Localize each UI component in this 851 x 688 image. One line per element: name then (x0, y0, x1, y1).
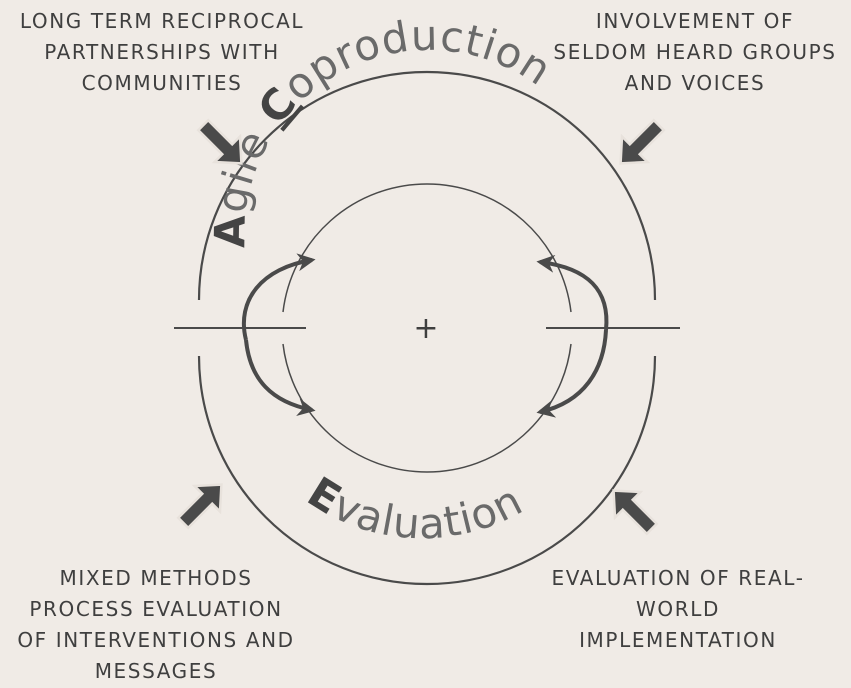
top-right-label: INVOLVEMENT OF SELDOM HEARD GROUPS AND V… (535, 6, 851, 99)
bottom-left-line-3: OF INTERVENTIONS AND (17, 628, 295, 652)
left-cycle-arrow-up-icon (241, 253, 316, 341)
bottom-left-line-1: MIXED METHODS (59, 566, 253, 590)
top-left-line-1: LONG TERM RECIPROCAL (19, 9, 305, 33)
top-right-line-1: INVOLVEMENT OF (595, 9, 795, 33)
top-left-label: LONG TERM RECIPROCAL PARTNERSHIPS WITH C… (2, 6, 322, 99)
outer-ring-bottom (197, 355, 657, 586)
bottom-right-label: EVALUATION OF REAL- WORLD IMPLEMENTATION (518, 563, 838, 656)
title-part-oproduction: oproduction (273, 11, 560, 111)
left-cycle-arrow-down-icon (244, 339, 316, 416)
bottom-right-line-3: IMPLEMENTATION (579, 628, 777, 652)
arrow-top-left-icon (196, 118, 243, 165)
arc-title-top: Agile Coproduction (205, 11, 560, 248)
top-left-line-2: PARTNERSHIPS WITH (44, 40, 280, 64)
top-right-line-3: AND VOICES (624, 71, 766, 95)
right-cycle-arrow-down-icon (536, 329, 608, 418)
outer-ring-top (197, 70, 657, 301)
bottom-right-line-1: EVALUATION OF REAL- (551, 566, 805, 590)
arc-title-bottom: Evaluation (299, 467, 530, 548)
title-initial-a: A (205, 214, 254, 248)
inner-ring-top (282, 183, 572, 313)
top-right-line-2: SELDOM HEARD GROUPS (553, 40, 837, 64)
inner-ring-bottom (282, 343, 572, 473)
bottom-right-line-2: WORLD (636, 597, 720, 621)
center-plus-symbol: + (413, 311, 438, 346)
bottom-left-line-2: PROCESS EVALUATION (29, 597, 283, 621)
title-part-valuation: valuation (326, 475, 530, 548)
arrow-bottom-right-icon (612, 489, 659, 536)
arrow-bottom-left-icon (176, 483, 223, 530)
top-left-line-3: COMMUNITIES (81, 71, 243, 95)
right-cycle-arrow-up-icon (536, 254, 609, 331)
arrow-top-right-icon (619, 118, 666, 165)
bottom-left-line-4: MESSAGES (94, 659, 218, 683)
bottom-left-label: MIXED METHODS PROCESS EVALUATION OF INTE… (0, 563, 316, 687)
